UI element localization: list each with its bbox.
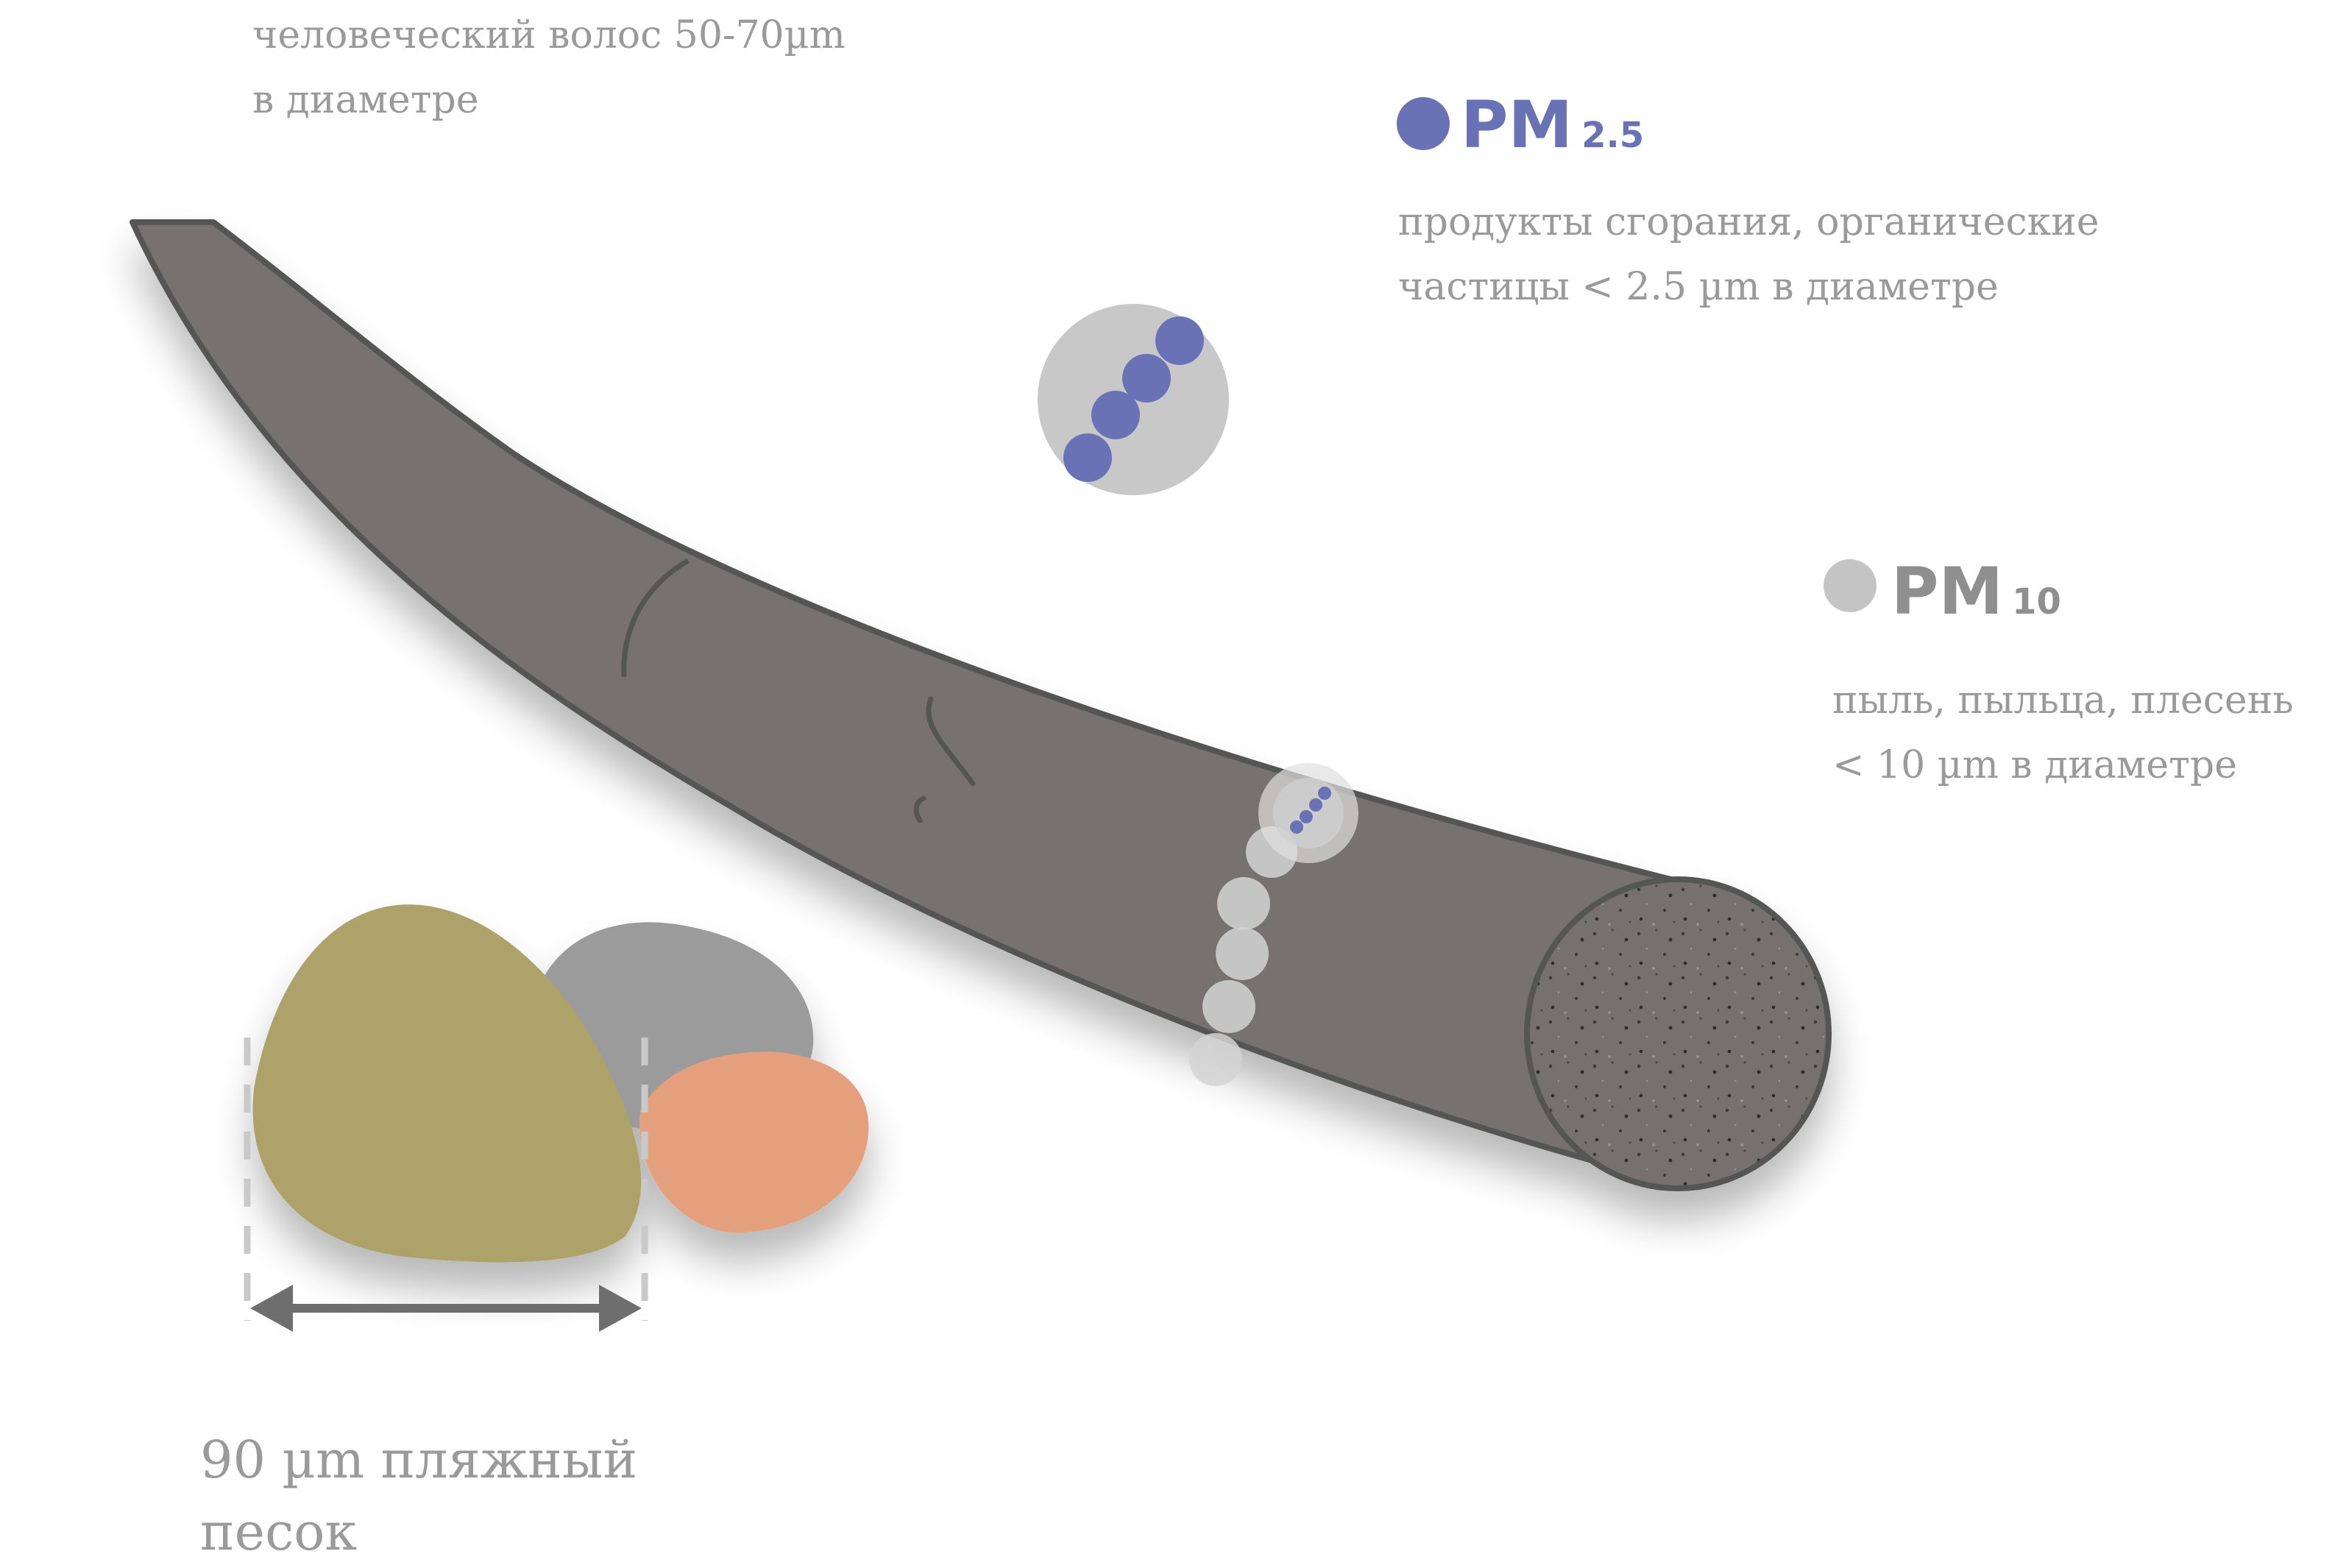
pm25-desc-line1: продукты сгорания, органические	[1398, 190, 2099, 255]
sand-label: 90 µm пляжный песок	[200, 1424, 637, 1568]
pm25-particle	[1318, 787, 1331, 800]
pm25-particle	[1290, 820, 1303, 834]
pm10-particle	[1189, 1033, 1242, 1086]
hair-label: человеческий волос 50-70µm в диаметре	[252, 3, 846, 132]
hair-label-line2: в диаметре	[252, 68, 846, 132]
pm25-particle	[1309, 798, 1322, 812]
pm10-subscript: 10	[2012, 581, 2061, 622]
pm10-description: пыль, пыльца, плесень < 10 µm в диаметре	[1832, 668, 2294, 798]
pm25-description: продукты сгорания, органические частицы …	[1398, 190, 2099, 319]
hair-cross-section	[1527, 879, 1829, 1188]
pm25-particle	[1122, 354, 1171, 402]
pm10-desc-line1: пыль, пыльца, плесень	[1832, 668, 2294, 733]
sand-label-line1: 90 µm пляжный	[200, 1424, 637, 1496]
pm10-particle	[1216, 927, 1269, 980]
pm10-particle	[1202, 980, 1255, 1033]
pm25-title-text: PM	[1461, 87, 1573, 163]
sand-grain-orange	[639, 1051, 868, 1232]
pm25-subscript: 2.5	[1581, 115, 1644, 156]
pm10-legend-dot	[1824, 559, 1877, 612]
pm25-particle	[1155, 316, 1204, 365]
sand-grains	[253, 904, 869, 1262]
arrow-left-head	[250, 1285, 293, 1332]
sand-label-line2: песок	[200, 1496, 637, 1568]
hair-label-line1: человеческий волос 50-70µm	[252, 3, 846, 68]
arrow-right-head	[599, 1285, 642, 1332]
pm10-desc-line2: < 10 µm в диаметре	[1832, 733, 2294, 798]
pm25-legend-dot	[1397, 97, 1450, 150]
pm25-particle	[1063, 433, 1112, 482]
pm10-title-text: PM	[1891, 553, 2003, 629]
pm25-magnified-cluster	[1038, 304, 1229, 495]
pm25-particle	[1300, 810, 1313, 823]
pm25-desc-line2: частицы < 2.5 µm в диаметре	[1398, 255, 2099, 319]
pm10-particle	[1217, 877, 1270, 930]
